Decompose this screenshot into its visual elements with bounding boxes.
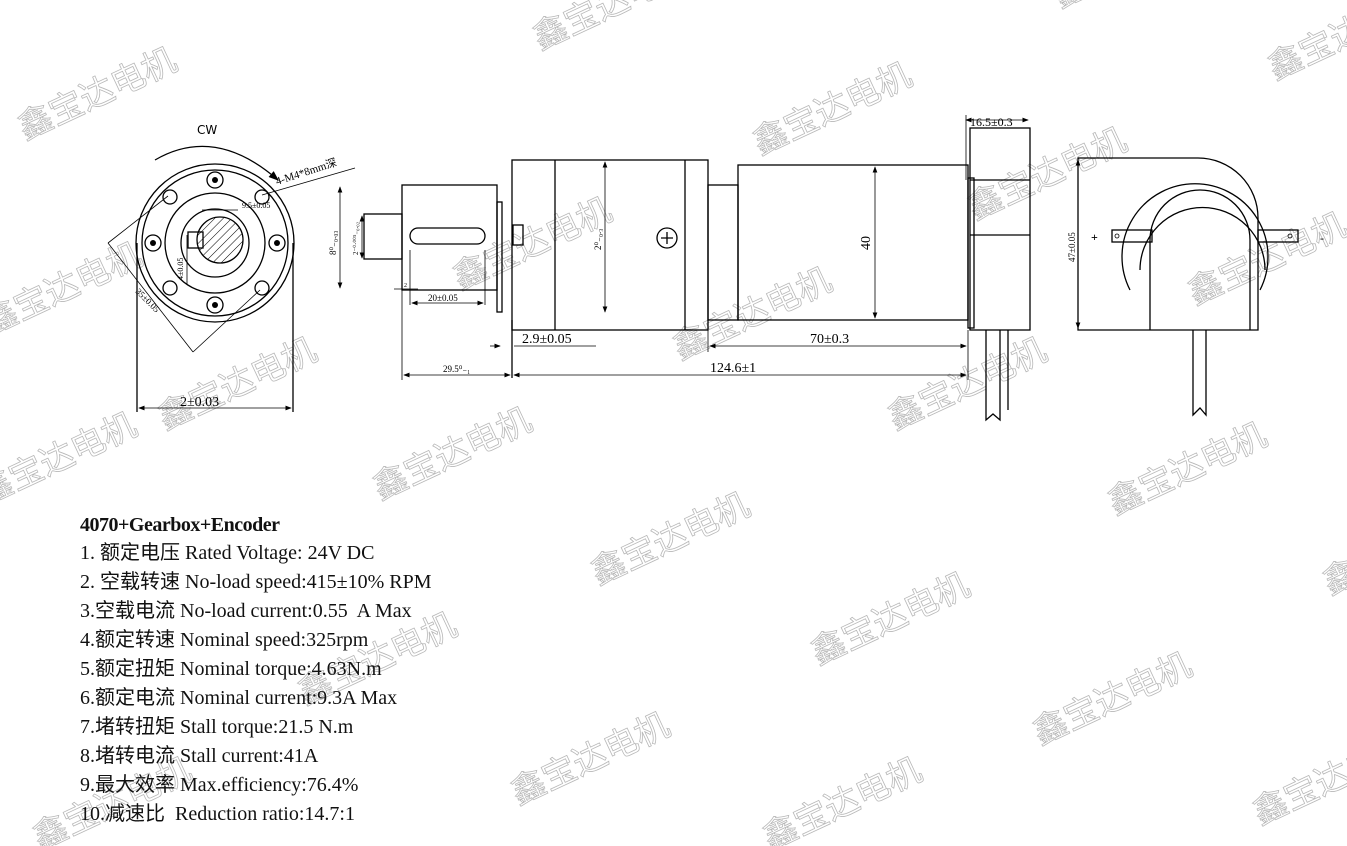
watermark: 鑫宝达电机: [505, 705, 676, 813]
watermark: 鑫宝达电机: [1047, 0, 1218, 16]
shaft-diameter-dimension: 8⁰₋₀.₀₃: [328, 230, 338, 255]
height-dimension: 47±0.05: [1067, 232, 1077, 262]
key-depth-dimension: 4±0.05: [176, 258, 185, 280]
thread-dimension: 4-M4*8mm深: [274, 156, 338, 188]
watermark: 鑫宝达电机: [1027, 645, 1198, 753]
plus-terminal-label: +: [1091, 230, 1098, 244]
spec-item: 1. 额定电压 Rated Voltage: 24V DC: [80, 542, 375, 564]
spec-list: 4070+Gearbox+Encoder 1. 额定电压 Rated Volta…: [80, 514, 432, 829]
motor-length-dimension: 70±0.3: [810, 332, 849, 347]
watermark: 鑫宝达电机: [1247, 725, 1347, 833]
watermark: 鑫宝达电机: [757, 750, 928, 846]
encoder-length-dimension: 16.5±0.3: [970, 115, 1013, 129]
flange-thickness-dimension: 2.9±0.05: [522, 332, 572, 347]
bolt-circle-dimension: 35±0.05: [134, 286, 162, 314]
spec-item: 10.减速比 Reduction ratio:14.7:1: [80, 803, 355, 825]
watermark: 鑫宝达电机: [1317, 495, 1347, 603]
total-length-dimension: 124.6±1: [710, 361, 756, 376]
spec-item: 8.堵转电流 Stall current:41A: [80, 745, 319, 767]
small-gap-dimension: 2: [404, 283, 407, 289]
spec-item: 3.空载电流 No-load current:0.55 A Max: [80, 600, 412, 622]
watermark: 鑫宝达电机: [747, 55, 918, 163]
spec-item: 5.额定扭矩 Nominal torque:4.63N.m: [80, 658, 382, 680]
spec-item: 6.额定电流 Nominal current:9.3A Max: [80, 687, 398, 709]
watermark: 鑫宝达电机: [667, 260, 838, 368]
rear-view: 47±0.05 + -: [1067, 157, 1324, 417]
watermark: 鑫宝达电机: [1262, 0, 1347, 88]
spec-item: 9.最大效率 Max.efficiency:76.4%: [80, 774, 359, 796]
key-width-dimension: 9.5±0.05: [242, 201, 270, 210]
watermark: 鑫宝达电机: [0, 405, 143, 513]
watermark: 鑫宝达电机: [527, 0, 698, 58]
minus-terminal-label: -: [1320, 231, 1324, 245]
key-length-dimension: 20±0.05: [428, 293, 458, 303]
gearbox-diameter-dimension: 2⁰₋₀.₃: [593, 229, 603, 250]
flat-dimension: 2⁻⁰·⁰⁰⁵₋₀.₀₂: [352, 221, 360, 255]
watermark: 鑫宝达电机: [805, 565, 976, 673]
flange-dimension: 2±0.03: [180, 395, 219, 410]
spec-item: 4.额定转速 Nominal speed:325rpm: [80, 629, 369, 651]
mounting-tabs: [144, 171, 286, 314]
side-view: 16.5±0.3 8⁰₋₀.₀₃ 2⁻⁰·⁰⁰⁵₋₀.₀₂ 2⁰₋₀.₃ 40 …: [328, 115, 1031, 422]
spec-item: 7.堵转扭矩 Stall torque:21.5 N.m: [80, 716, 354, 738]
motor-diameter-dimension: 40: [859, 236, 874, 250]
watermark: 鑫宝达电机: [962, 120, 1133, 228]
watermark: 鑫宝达电机: [152, 330, 323, 438]
watermark: 鑫宝达电机: [367, 400, 538, 508]
watermark: 鑫宝达电机: [1102, 415, 1273, 523]
rotation-label: CW: [197, 123, 217, 137]
watermark: 鑫宝达电机: [12, 40, 183, 148]
spec-item: 2. 空载转速 No-load speed:415±10% RPM: [80, 571, 432, 593]
watermark: 鑫宝达电机: [585, 485, 756, 593]
shaft-length-dimension: 29.5⁰₋₁: [443, 364, 470, 374]
spec-title: 4070+Gearbox+Encoder: [80, 514, 280, 536]
watermark: 鑫宝达电机: [0, 235, 148, 343]
